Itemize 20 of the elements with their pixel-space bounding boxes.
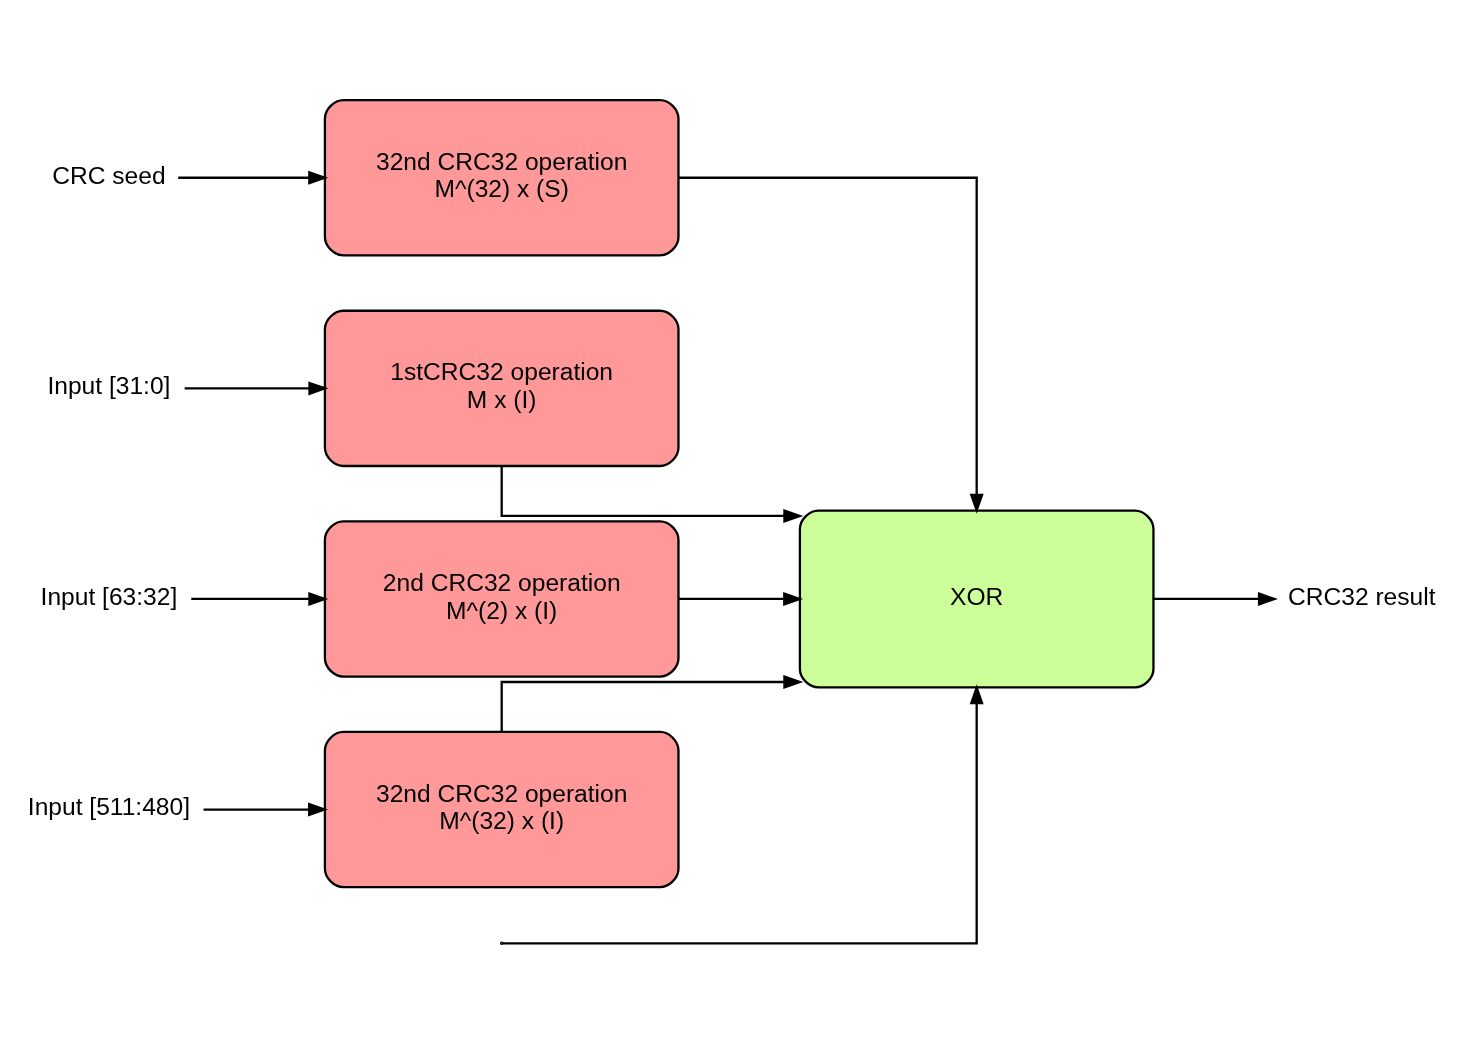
arrow [500,465,804,523]
node-text: Input [511:480] [27,792,191,820]
arrow [678,591,804,606]
arrow [678,176,984,514]
arrow [178,170,329,185]
node-box: 1stCRC32 operation M x (I) [323,309,680,467]
arrow [502,683,984,944]
node-text: CRC seed [52,161,166,189]
node-box: 32nd CRC32 operation M^(32) x (S) [323,98,680,257]
node-text: Input [63:32] [40,582,178,610]
node-box: 32nd CRC32 operation M^(32) x (I) [323,730,680,888]
arrow [191,591,329,606]
node-text: Input [31:0] [47,371,171,399]
arrow [184,380,329,395]
node-box: 2nd CRC32 operation M^(2) x (I) [323,519,680,678]
arrow [1154,591,1278,606]
node-box: XOR [798,508,1155,688]
arrow [500,674,804,732]
node-text: CRC32 result [1287,582,1436,610]
arrow [203,802,329,817]
